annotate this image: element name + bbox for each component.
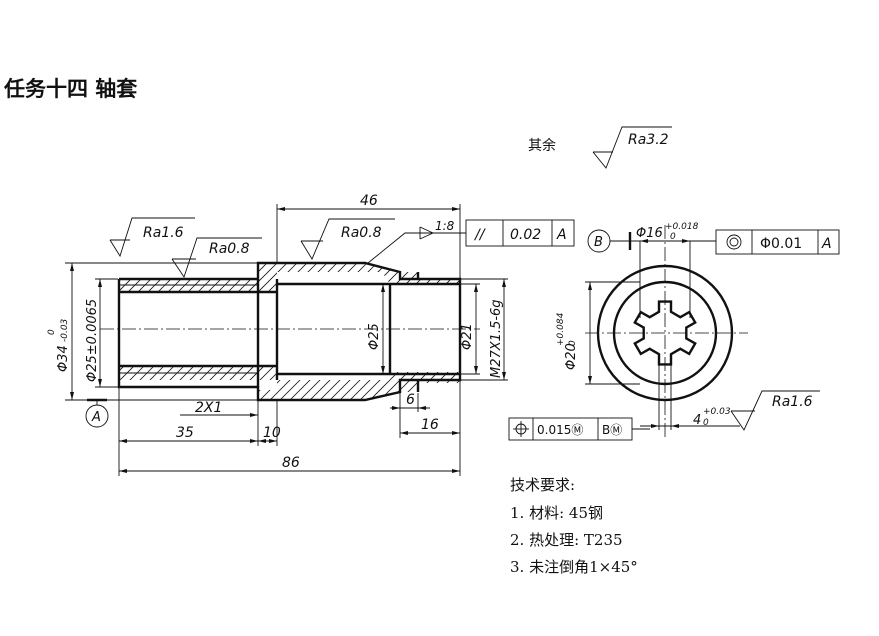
svg-text:1:8: 1:8 (435, 219, 455, 233)
svg-text:A: A (556, 227, 567, 243)
svg-text:+0.03: +0.03 (703, 407, 731, 417)
svg-text:86: 86 (282, 455, 300, 471)
parallelism-icon: // (473, 227, 486, 243)
side-view (585, 225, 748, 440)
dim-key-width: 4 +0.03 0 (640, 363, 740, 430)
svg-text:B: B (594, 235, 603, 250)
svg-text:M27X1.5-6g: M27X1.5-6g (489, 299, 504, 378)
svg-text:Ra0.8: Ra0.8 (209, 241, 250, 257)
svg-text:Ra1.6: Ra1.6 (772, 394, 813, 410)
svg-text:A: A (91, 410, 101, 425)
svg-text:6: 6 (406, 392, 415, 408)
roughness-cone: Ra0.8 (300, 218, 395, 260)
technical-requirements: 技术要求: 1. 材料: 45钢 2. 热处理: T235 3. 未注倒角1×4… (510, 476, 638, 576)
svg-text:Φ16: Φ16 (636, 226, 663, 241)
dim-groove: 2X1 (180, 400, 259, 446)
dim-spline-dia: Φ16 +0.018 0 (630, 222, 716, 318)
svg-text:0: 0 (670, 232, 676, 242)
tech-req-item: 2. 热处理: T235 (510, 531, 623, 549)
tech-req-item: 3. 未注倒角1×45° (510, 558, 638, 576)
datum-a: A (85, 398, 109, 428)
svg-text:Φ34: Φ34 (56, 345, 71, 372)
svg-text:A: A (821, 236, 832, 252)
tech-req-item: 1. 材料: 45钢 (510, 504, 603, 522)
dim-thread: M27X1.5-6g (461, 278, 508, 381)
svg-text:35: 35 (176, 425, 194, 441)
svg-text:0: 0 (568, 340, 578, 346)
tolerance-frame-parallel: // 0.02 A (465, 219, 575, 247)
roughness-bore-mid: Ra0.8 (171, 237, 262, 279)
svg-text:Φ0.01: Φ0.01 (760, 236, 802, 252)
svg-text:Φ21: Φ21 (460, 323, 475, 350)
svg-text:+0.084: +0.084 (556, 312, 566, 346)
roughness-symbol-icon (592, 126, 672, 169)
svg-text:46: 46 (360, 193, 378, 209)
svg-text:-0.03: -0.03 (60, 318, 70, 342)
tolerance-frame-position: 0.015Ⓜ BⓂ (508, 417, 650, 441)
svg-text:Φ25±0.0065: Φ25±0.0065 (85, 299, 100, 382)
svg-text:10: 10 (263, 425, 281, 441)
svg-text:0: 0 (703, 418, 709, 428)
svg-text:Ra1.6: Ra1.6 (143, 225, 184, 241)
dim-right-dia: Φ21 (460, 283, 480, 375)
svg-text:0.02: 0.02 (510, 227, 541, 243)
svg-text:16: 16 (421, 417, 439, 433)
part-outline (117, 261, 462, 402)
section-hatching (119, 263, 460, 400)
svg-text:0: 0 (47, 329, 57, 335)
dim-35-10: 35 10 (118, 388, 281, 476)
dim-bore-dia: Φ25±0.0065 (85, 278, 118, 388)
roughness-other: 其余 Ra3.2 (528, 126, 672, 169)
page-title: 任务十四 轴套 (3, 77, 137, 101)
svg-text:+0.018: +0.018 (665, 222, 699, 232)
roughness-bore-left: Ra1.6 (109, 217, 195, 258)
dim-46: 46 (276, 193, 461, 278)
roughness-other-prefix: 其余 (528, 137, 556, 154)
svg-text:0.015Ⓜ: 0.015Ⓜ (537, 423, 583, 437)
inner-circle (612, 280, 718, 386)
taper-callout: 1:8 (367, 219, 466, 264)
tolerance-frame-concentric: Φ0.01 A (715, 229, 840, 255)
concentricity-icon (726, 234, 742, 250)
svg-text:BⓂ: BⓂ (602, 423, 622, 437)
dim-mid-dia: Φ25 (367, 284, 385, 374)
outer-circle (596, 264, 734, 402)
dim-bore-side: Φ20 +0.084 0 (556, 281, 640, 385)
svg-text:Φ20: Φ20 (564, 343, 579, 370)
svg-text:2X1: 2X1 (195, 400, 222, 416)
roughness-keyway: Ra1.6 (730, 390, 820, 431)
section-view (100, 261, 480, 402)
roughness-other-value: Ra3.2 (628, 132, 669, 148)
svg-text:Ra0.8: Ra0.8 (341, 225, 382, 241)
datum-b: B (587, 229, 632, 253)
dim-6-16: 6 16 (390, 381, 461, 476)
svg-text:4: 4 (693, 413, 701, 428)
spline-profile (633, 300, 697, 366)
svg-text:Φ25: Φ25 (367, 323, 382, 350)
dim-outer-dia: Φ34 0 -0.03 (47, 262, 257, 401)
dim-86: 86 (119, 455, 460, 473)
tech-req-heading: 技术要求: (510, 476, 575, 494)
